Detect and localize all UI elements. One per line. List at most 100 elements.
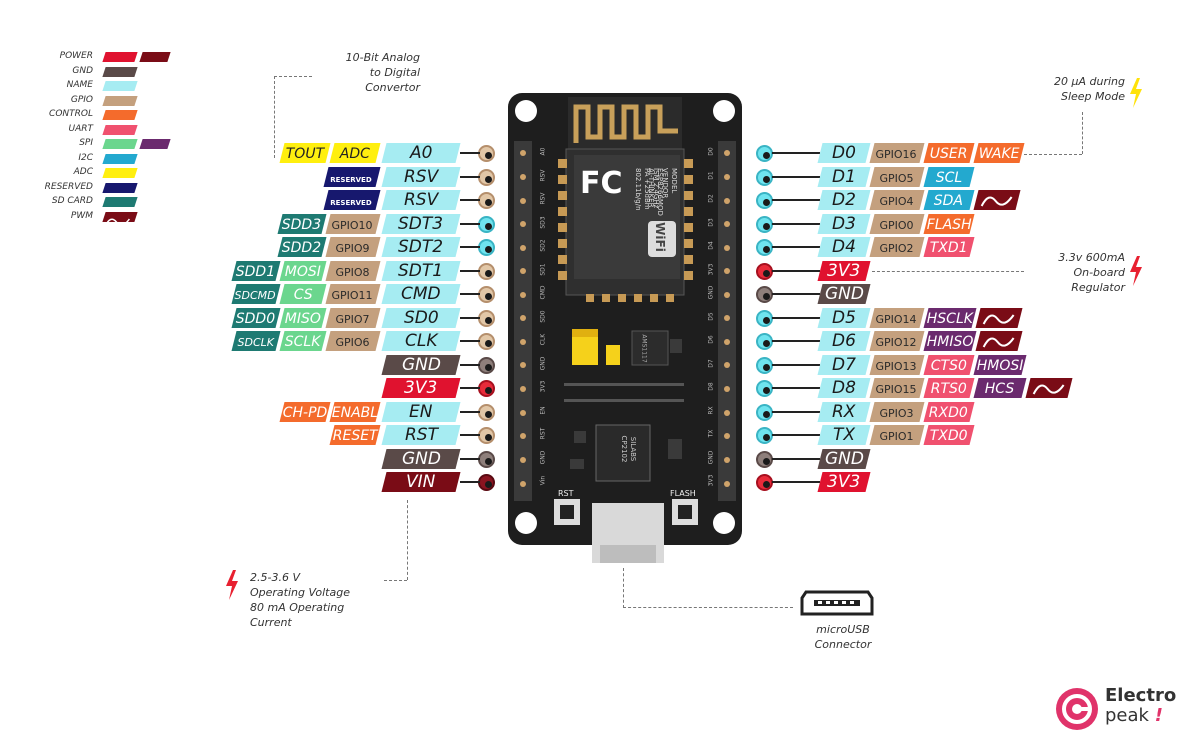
pin-dot[interactable] bbox=[478, 333, 495, 350]
usb-annotation-line: microUSB bbox=[816, 623, 870, 636]
silk-label-right: GND bbox=[707, 450, 715, 464]
legend-swatch bbox=[102, 211, 138, 226]
pin-dot[interactable] bbox=[478, 474, 495, 491]
pin-dot[interactable] bbox=[478, 215, 495, 233]
legend-swatch bbox=[102, 95, 138, 106]
pin-tag-sd-text: SDCLK bbox=[237, 336, 274, 349]
pin-dot[interactable] bbox=[756, 403, 773, 421]
adc-leader bbox=[274, 76, 275, 158]
pin-dot[interactable] bbox=[478, 356, 495, 374]
voltage-leader bbox=[407, 500, 408, 580]
silk-label-left: CMD bbox=[539, 285, 547, 300]
pin-dot[interactable] bbox=[478, 145, 495, 162]
pin-dot[interactable] bbox=[756, 262, 773, 280]
pin-tag-ctrl-text: CH-PD bbox=[282, 404, 328, 421]
pin-tag-gpio-text: GPIO4 bbox=[879, 195, 914, 208]
pin-name-text: RST bbox=[404, 425, 438, 445]
pin-dot[interactable] bbox=[756, 450, 773, 468]
pin-name-text: A0 bbox=[409, 143, 433, 163]
module-text: MODEL bbox=[670, 168, 678, 194]
pin-name-text: RSV bbox=[403, 190, 439, 210]
legend-swatch bbox=[139, 52, 171, 62]
pin-dot[interactable] bbox=[756, 427, 773, 444]
pin-name-text: EN bbox=[409, 401, 433, 422]
nodemcu-board bbox=[508, 93, 742, 563]
pin-name-a0: A0 bbox=[381, 143, 461, 163]
regulator-leader bbox=[872, 271, 1024, 272]
pin-tag-spi: MISO bbox=[279, 307, 327, 328]
pin-line bbox=[460, 457, 480, 460]
pin-dot[interactable] bbox=[756, 286, 773, 303]
silk-label-right: D6 bbox=[707, 335, 715, 344]
pin-line bbox=[772, 246, 820, 248]
pin-line bbox=[460, 387, 480, 389]
flash-button[interactable] bbox=[672, 499, 698, 525]
silk-label-right: TX bbox=[707, 429, 715, 438]
pin-dot[interactable] bbox=[478, 450, 495, 468]
pin-line bbox=[772, 316, 820, 319]
pin-dot[interactable] bbox=[478, 427, 495, 444]
pin-tag-sd-text: SDD3 bbox=[282, 216, 322, 233]
pin-tag-sd-text: SDD0 bbox=[236, 310, 276, 327]
adc-annotation: 10-Bit Analog to Digital Convertor bbox=[320, 50, 420, 95]
pin-name-sdt2: SDT2 bbox=[381, 237, 461, 257]
pin-line bbox=[460, 152, 480, 154]
pin-dot[interactable] bbox=[756, 192, 773, 209]
pin-tag-spi-text: CS bbox=[293, 287, 313, 303]
silk-label-right: D2 bbox=[707, 194, 715, 203]
voltage-annotation-line: Current bbox=[250, 616, 292, 629]
pin-dot[interactable] bbox=[756, 356, 773, 374]
pin-tag-uart: RXD0 bbox=[923, 401, 975, 422]
sleep-leader bbox=[1024, 154, 1082, 155]
pin-tag-gpio-text: GPIO11 bbox=[331, 289, 374, 302]
pin-dot[interactable] bbox=[478, 380, 495, 397]
pin-tag-ctrl-text: RESET bbox=[332, 428, 378, 444]
pin-dot[interactable] bbox=[478, 262, 495, 280]
legend-swatch bbox=[102, 66, 138, 77]
pin-dot[interactable] bbox=[756, 239, 773, 256]
pin-dot[interactable] bbox=[478, 168, 495, 186]
legend-swatch bbox=[102, 110, 138, 120]
pin-line bbox=[460, 246, 480, 248]
pin-tag-ctrl-text: USER bbox=[929, 146, 968, 162]
silk-label-left: A0 bbox=[539, 147, 547, 156]
pin-tag-sd: SDCLK bbox=[231, 331, 281, 351]
regulator-annotation-line: On-board bbox=[1073, 266, 1125, 279]
pin-name-text: RX bbox=[832, 401, 856, 422]
pin-line bbox=[772, 269, 820, 272]
pin-tag-gpio-text: GPIO1 bbox=[879, 430, 914, 443]
pin-tag-gpio: GPIO15 bbox=[869, 378, 925, 398]
pin-tag-sd: SDD3 bbox=[277, 213, 327, 234]
silk-label-right: 3V3 bbox=[707, 474, 715, 487]
pin-name-sdt3: SDT3 bbox=[381, 213, 461, 234]
silk-label-right: D4 bbox=[707, 241, 715, 250]
rst-button[interactable] bbox=[554, 499, 580, 525]
sleep-annotation: 20 µA during Sleep Mode bbox=[1030, 74, 1125, 104]
pin-dot[interactable] bbox=[756, 309, 773, 327]
pin-dot[interactable] bbox=[756, 380, 773, 397]
pin-name-text: SDT2 bbox=[398, 237, 444, 257]
pin-tag-gpio: GPIO8 bbox=[325, 260, 381, 281]
pin-name-d8: D8 bbox=[817, 378, 871, 398]
pin-tag-spiH: HMOSI bbox=[973, 354, 1027, 375]
pin-dot[interactable] bbox=[478, 239, 495, 256]
silk-label-right: D1 bbox=[707, 170, 715, 180]
usb-leader bbox=[623, 568, 624, 608]
pin-dot[interactable] bbox=[478, 309, 495, 327]
pin-tag-adc-text: ADC bbox=[339, 146, 370, 162]
pin-dot[interactable] bbox=[478, 192, 495, 209]
pin-dot[interactable] bbox=[478, 403, 495, 421]
regulator-annotation-line: 3.3v 600mA bbox=[1058, 251, 1125, 264]
pin-dot[interactable] bbox=[756, 145, 773, 162]
pin-dot[interactable] bbox=[756, 333, 773, 350]
pin-name-text: GND bbox=[401, 448, 441, 469]
pin-name-text: D3 bbox=[832, 213, 856, 234]
sleep-leader bbox=[1082, 112, 1083, 154]
pin-dot[interactable] bbox=[756, 215, 773, 233]
pin-dot[interactable] bbox=[478, 286, 495, 303]
pin-dot[interactable] bbox=[756, 168, 773, 186]
lightning-icon bbox=[226, 570, 238, 600]
legend-label: GND bbox=[72, 65, 93, 76]
silk-label-left: SD1 bbox=[539, 262, 547, 276]
pin-dot[interactable] bbox=[756, 474, 773, 491]
